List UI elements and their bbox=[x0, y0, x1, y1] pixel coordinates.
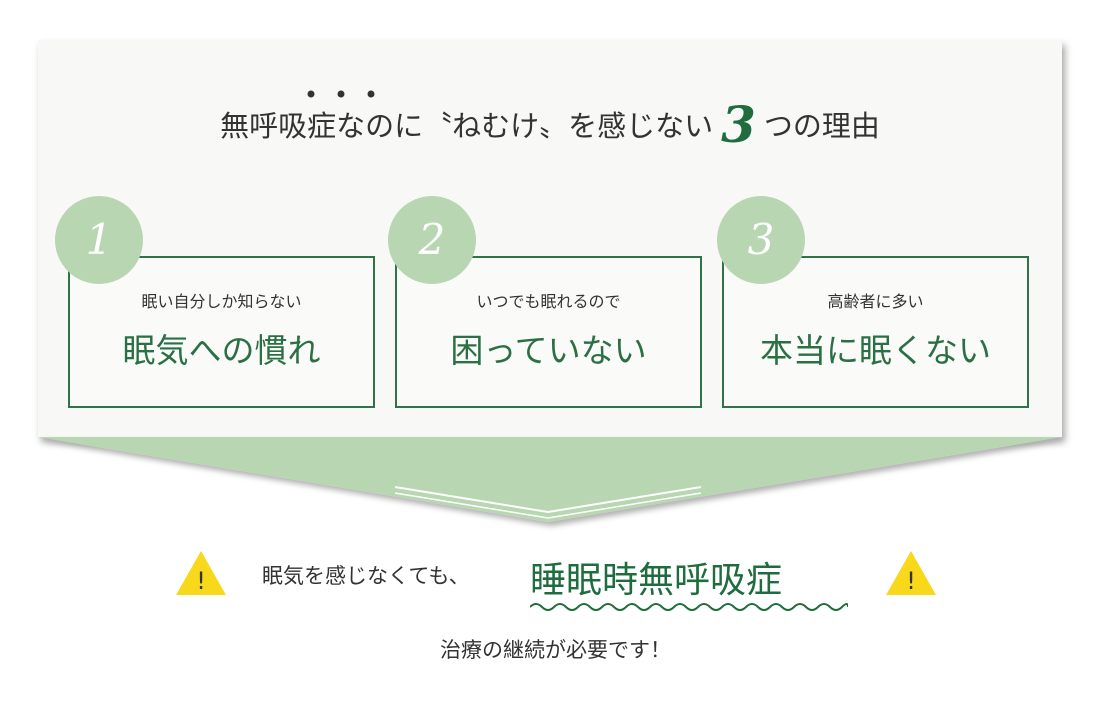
emphasis-dots bbox=[307, 90, 375, 98]
reason-number-2: 2 bbox=[388, 196, 476, 284]
warning-icon-left: ! bbox=[176, 551, 226, 595]
headline-prefix: 無呼吸症なのに〝ねむけ〟を感じない bbox=[220, 109, 714, 143]
conclusion-keyword: 睡眠時無呼吸症 bbox=[530, 560, 783, 601]
warning-symbol-right: ! bbox=[906, 567, 916, 595]
conclusion-lead: 眠気を感じなくても、 bbox=[262, 564, 470, 588]
headline-number: 3 bbox=[721, 95, 756, 154]
reason-main-2: 困っていない bbox=[450, 331, 647, 370]
warning-icon-right: ! bbox=[886, 551, 936, 595]
reason-number-3: 3 bbox=[717, 196, 805, 284]
reason-sub-1: 眠い自分しか知らない bbox=[141, 292, 302, 311]
reason-card-2: いつでも眠れるので 困っていない bbox=[395, 256, 702, 408]
reason-main-1: 眠気への慣れ bbox=[122, 331, 321, 370]
wavy-underline bbox=[530, 603, 848, 611]
reason-sub-3: 高齢者に多い bbox=[827, 292, 924, 311]
headline-suffix: つの理由 bbox=[763, 109, 880, 143]
warning-symbol-left: ! bbox=[196, 567, 206, 595]
reason-main-3: 本当に眠くない bbox=[760, 331, 991, 370]
reason-card-1: 眠い自分しか知らない 眠気への慣れ bbox=[68, 256, 375, 408]
reason-sub-2: いつでも眠れるので bbox=[476, 292, 621, 311]
reason-number-1: 1 bbox=[55, 196, 143, 284]
footer-message: 治療の継続が必要です！ bbox=[440, 638, 671, 662]
